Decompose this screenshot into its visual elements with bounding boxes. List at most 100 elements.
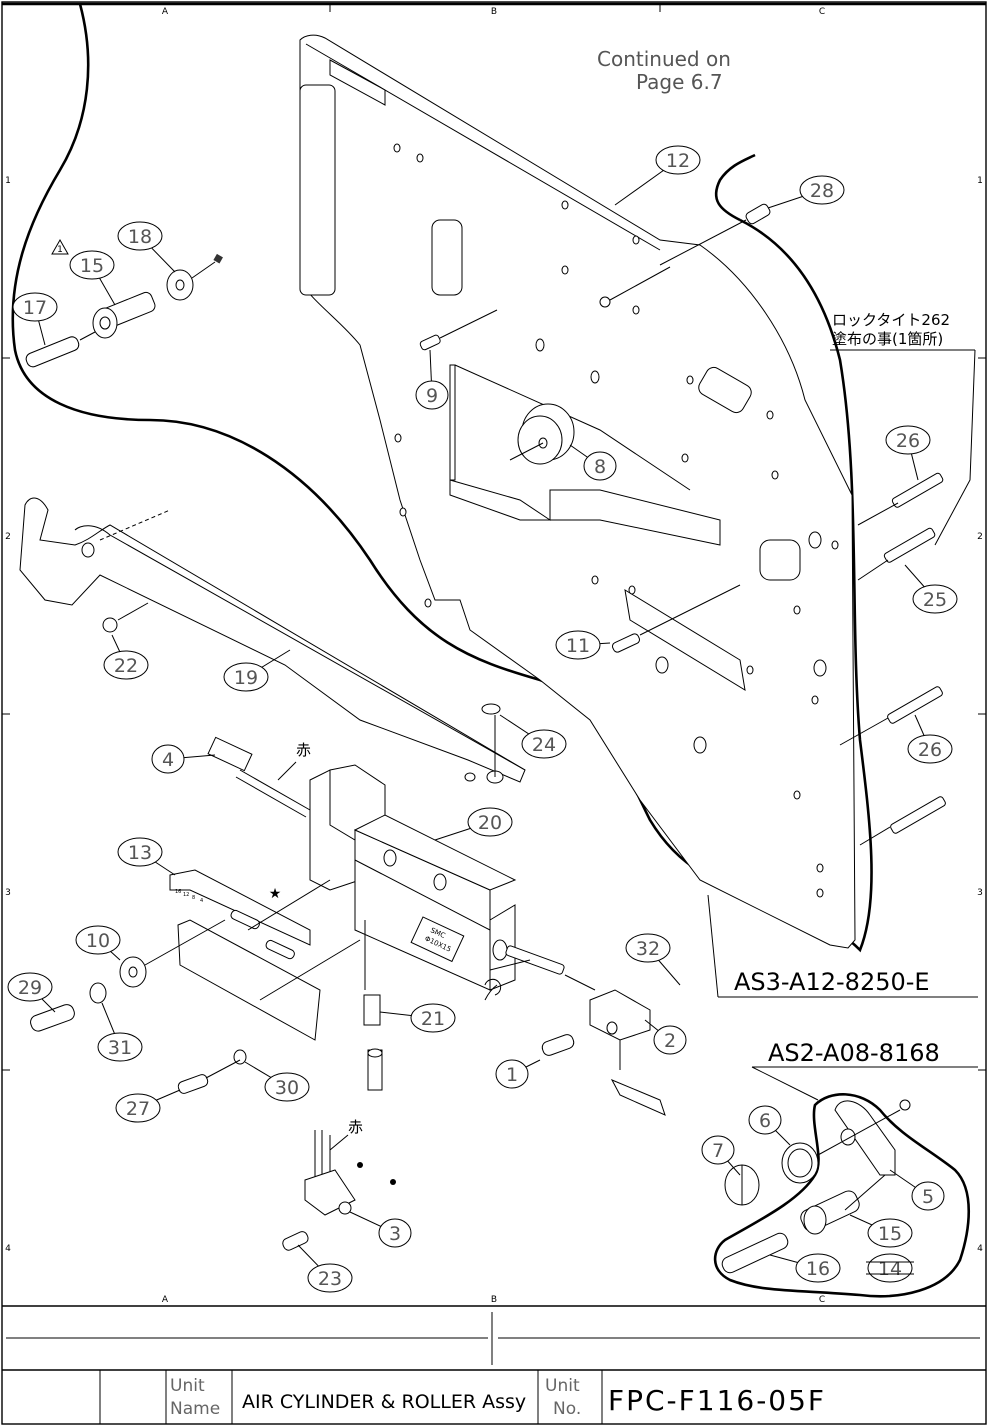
grid-row-3-right: 3: [977, 888, 983, 898]
callout-label-2: 2: [664, 1030, 676, 1052]
revision-marker: 1: [57, 245, 63, 255]
callout-28: 28: [768, 176, 844, 208]
callout-label-6: 6: [759, 1110, 771, 1132]
unit-no-label-2: No.: [553, 1399, 581, 1419]
callout-label-29: 29: [18, 977, 42, 999]
callout-label-11: 11: [566, 635, 590, 657]
callout-25: 25: [905, 565, 957, 613]
callout-label-15b: 15: [878, 1223, 902, 1245]
callout-label-4: 4: [162, 749, 174, 771]
callout-5: 5: [890, 1170, 944, 1210]
callout-label-15a: 15: [80, 255, 104, 277]
callout-label-1: 1: [506, 1064, 518, 1086]
callout-18: 18: [118, 222, 175, 272]
callout-30: 30: [245, 1062, 309, 1101]
callout-label-22: 22: [114, 655, 138, 677]
callout-label-5: 5: [922, 1186, 934, 1208]
scale-mark-8: 8: [192, 895, 195, 901]
unit-name-label-2: Name: [170, 1399, 220, 1419]
grid-col-c: C: [819, 7, 825, 17]
unit-name-value: AIR CYLINDER & ROLLER Assy: [242, 1391, 526, 1413]
grid-row-2-right: 2: [977, 532, 983, 542]
grid-col-c-bottom: C: [819, 1295, 825, 1305]
grid-row-4-right: 4: [977, 1244, 983, 1254]
callout-label-32: 32: [636, 938, 660, 960]
callout-2: 2: [645, 1020, 686, 1054]
callout-23: 23: [298, 1245, 352, 1292]
callout-label-30: 30: [275, 1077, 299, 1099]
scale-mark-16: 16: [175, 889, 181, 895]
part-21-fitting: [364, 995, 382, 1090]
callout-label-13: 13: [128, 842, 152, 864]
scale-mark-12: 12: [183, 892, 189, 898]
callout-17: 17: [13, 293, 57, 345]
callout-26b: 26: [908, 715, 952, 763]
callout-label-8: 8: [594, 456, 606, 478]
callout-14: 14: [866, 1254, 914, 1282]
svg-text:★: ★: [269, 886, 282, 902]
callout-26a: 26: [886, 426, 930, 480]
callout-7: 7: [702, 1136, 740, 1175]
revision-triangle: 1: [52, 240, 68, 255]
callout-label-14: 14: [878, 1258, 902, 1280]
callout-1: 1: [496, 1060, 540, 1088]
grid-row-4: 4: [5, 1244, 11, 1254]
callout-label-21: 21: [421, 1008, 445, 1030]
continuation-note-line-2: Page 6.7: [636, 70, 723, 94]
clevis-group: [485, 960, 665, 1115]
grid-col-b: B: [491, 7, 497, 17]
callout-label-16: 16: [806, 1258, 830, 1280]
grid-col-a: A: [162, 7, 169, 17]
callout-16: 16: [770, 1254, 840, 1282]
callout-20: 20: [435, 808, 512, 840]
callout-label-19: 19: [234, 667, 258, 689]
grid-col-b-bottom: B: [491, 1295, 497, 1305]
callout-label-18: 18: [128, 226, 152, 248]
callout-6: 6: [749, 1106, 790, 1145]
callout-label-20: 20: [478, 812, 502, 834]
callout-label-12: 12: [666, 150, 690, 172]
callout-label-9: 9: [426, 385, 438, 407]
callout-label-26b: 26: [918, 739, 942, 761]
scale-mark-4: 4: [200, 898, 203, 904]
continuation-note-line-1: Continued on: [597, 47, 731, 71]
callout-29: 29: [8, 973, 55, 1012]
grid-col-a-bottom: A: [162, 1295, 169, 1305]
assembly-label-main-text: AS3-A12-8250-E: [734, 968, 930, 996]
callout-19: 19: [224, 650, 290, 691]
callout-21: 21: [380, 1004, 455, 1032]
callout-label-27: 27: [126, 1098, 150, 1120]
callout-12: 12: [615, 146, 700, 205]
part-13-bracket: 16 12 8 4 ★: [170, 870, 360, 1040]
callout-15b: 15: [850, 1215, 912, 1247]
title-block: Unit Name AIR CYLINDER & ROLLER Assy Uni…: [2, 1306, 986, 1424]
assembly-label-roller: AS2-A08-8168: [752, 1039, 978, 1100]
assembly-label-roller-text: AS2-A08-8168: [768, 1039, 940, 1067]
callout-label-3: 3: [389, 1223, 401, 1245]
callout-3: 3: [350, 1212, 411, 1247]
callout-label-24: 24: [532, 734, 556, 756]
callout-32: 32: [626, 934, 680, 985]
callout-label-31: 31: [108, 1037, 132, 1059]
callout-label-26a: 26: [896, 430, 920, 452]
callout-31: 31: [98, 1003, 142, 1061]
callout-15a: 15: [70, 251, 115, 305]
callout-13: 13: [118, 838, 175, 875]
callout-label-7: 7: [712, 1140, 724, 1162]
callout-label-25: 25: [923, 589, 947, 611]
callout-label-28: 28: [810, 180, 834, 202]
unit-no-value: FPC-F116-05F: [608, 1384, 826, 1417]
grid-row-3: 3: [5, 888, 11, 898]
red-wire-note-1: 赤: [296, 741, 311, 759]
callout-24: 24: [500, 715, 566, 758]
callout-label-10: 10: [86, 930, 110, 952]
part-20-air-cylinder: SMC Φ10X15: [208, 737, 595, 990]
grid-row-1-right: 1: [977, 176, 983, 186]
red-wire-note-2: 赤: [348, 1118, 363, 1136]
callout-label-17: 17: [23, 297, 47, 319]
grid-row-2: 2: [5, 532, 11, 542]
callout-22: 22: [104, 635, 148, 679]
callout-label-23: 23: [318, 1268, 342, 1290]
grid-row-1: 1: [5, 176, 11, 186]
